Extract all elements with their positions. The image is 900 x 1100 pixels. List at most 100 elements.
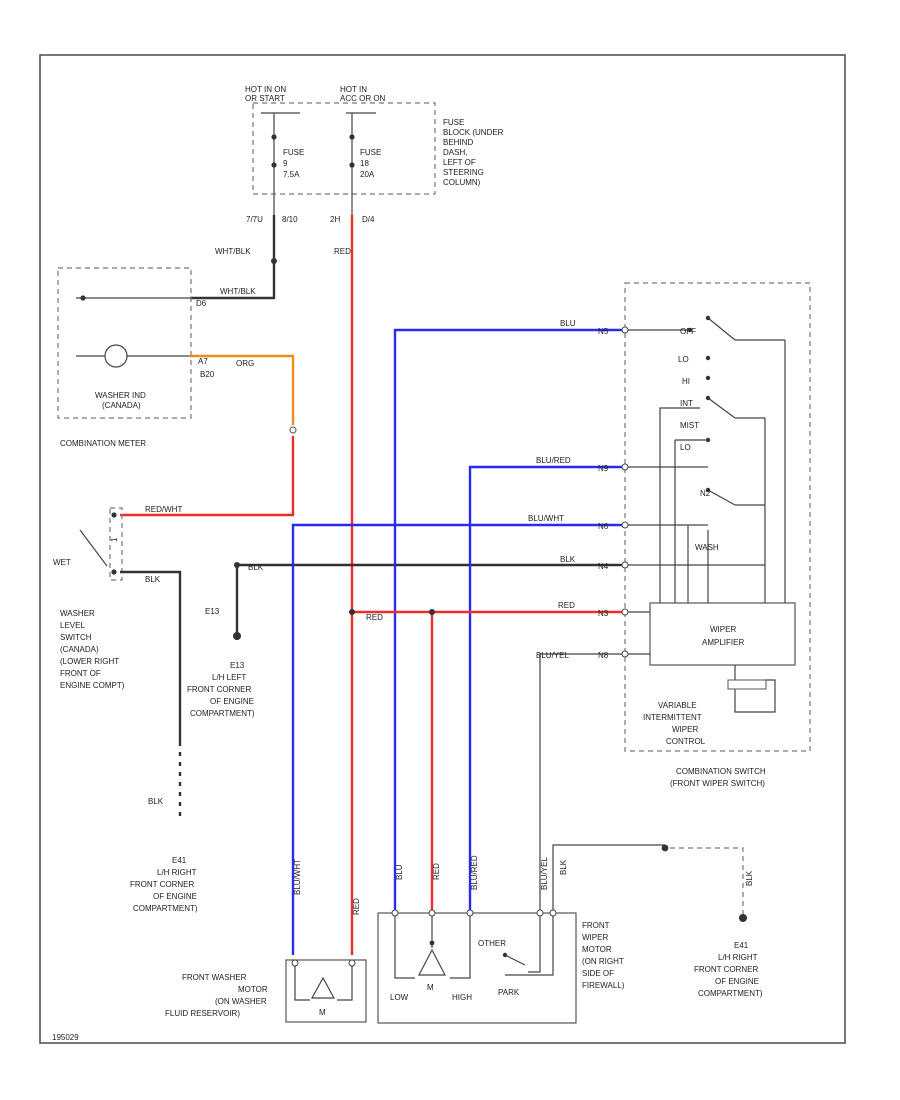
washer-motor-box <box>285 959 367 1023</box>
ground-e41a-line-2: OF ENGINE <box>153 892 197 901</box>
blu-red-label: BLU/RED <box>536 456 571 465</box>
fuse-18-dot-a <box>349 134 355 140</box>
wiper-gnd-splice <box>661 844 669 852</box>
diagram-code: 195029 <box>52 1033 79 1042</box>
cs-contact-1 <box>707 317 736 341</box>
fuse-9-num: 9 <box>283 159 288 168</box>
wiper-amp-line2: AMPLIFIER <box>702 638 744 647</box>
cs-contact-3 <box>707 489 736 506</box>
wm-gnd-line <box>505 916 554 976</box>
wm-other-label: OTHER <box>478 939 506 948</box>
ground-e13-line-0: L/H LEFT <box>212 673 246 682</box>
hot-label-1b: OR START <box>245 94 285 103</box>
fuse-18-amp: 20A <box>360 170 375 179</box>
wiper-amplifier-box <box>649 602 796 666</box>
cs-dot-c <box>705 375 711 381</box>
red-h-label: RED <box>558 601 575 610</box>
cs-title-1: COMBINATION SWITCH <box>676 767 766 776</box>
cs-contact-2 <box>707 397 736 419</box>
wiper-motor-box <box>377 912 577 1024</box>
cs-pos-hi: HI <box>682 377 690 386</box>
v-red2-label: RED <box>432 863 441 880</box>
washer-lead-2 <box>337 966 353 1001</box>
org-wire-label: ORG <box>236 359 254 368</box>
cs-connector-2 <box>621 521 629 529</box>
cs-dot-d <box>705 395 711 401</box>
wht-blk-label-meter: WHT/BLK <box>220 287 256 296</box>
washer-pin-2 <box>348 959 356 967</box>
cs-connector-3 <box>621 561 629 569</box>
red-wht-label: RED/WHT <box>145 505 182 514</box>
level-switch-pin1-dot <box>111 512 117 518</box>
level-switch-line-2: SWITCH <box>60 633 92 642</box>
level-switch-blk-label: BLK <box>145 575 161 584</box>
v-blk-label: BLK <box>559 859 568 875</box>
ground-e41b-line-1: FRONT CORNER <box>694 965 759 974</box>
fuse-9-amp: 7.5A <box>283 170 300 179</box>
ground-e41b-line-2: OF ENGINE <box>715 977 759 986</box>
cs-pos-lo: LO <box>678 355 689 364</box>
int-line-0: VARIABLE <box>658 701 697 710</box>
fuse-9-name: FUSE <box>283 148 304 157</box>
red-splice-a <box>349 609 355 615</box>
cs-title-2: (FRONT WIPER SWITCH) <box>670 779 765 788</box>
cs-pin-3: N4 <box>598 562 609 571</box>
cs-dot-f <box>705 487 711 493</box>
front-washer-motor: M FRONT WASHER MOTOR (ON WASHER FLUID RE… <box>165 959 367 1023</box>
level-switch-blk-wire <box>120 570 182 742</box>
level-switch-line-5: FRONT OF <box>60 669 101 678</box>
wiper-gnd-wire <box>552 844 665 910</box>
combination-meter-title: COMBINATION METER <box>60 439 146 448</box>
cs-dot-a <box>705 315 711 321</box>
cs-pin-2: N6 <box>598 522 609 531</box>
level-switch-line-1: LEVEL <box>60 621 85 630</box>
washer-line-2: (ON WASHER <box>215 997 267 1006</box>
level-switch-pin2-dot <box>111 569 117 575</box>
level-switch-ground-blk-label: BLK <box>148 797 164 806</box>
washer-line-0: FRONT WASHER <box>182 973 247 982</box>
wht-blk-splice <box>271 258 277 264</box>
cs-pos-int: INT <box>680 399 693 408</box>
ground-e41a-id: E41 <box>172 856 187 865</box>
fuse-block-outline <box>252 102 436 195</box>
washer-lead-1 <box>294 966 310 1001</box>
fuse-desc-1: BLOCK (UNDER <box>443 128 504 137</box>
org-wire <box>190 354 295 425</box>
ground-e41b-id: E41 <box>734 941 749 950</box>
diagram-border <box>39 54 846 1044</box>
red-mid-label: RED <box>366 613 383 622</box>
wm-line-1: WIPER <box>582 933 608 942</box>
wm-pin-4 <box>536 909 544 917</box>
red-wht-wire <box>120 436 295 517</box>
cs-connector-0 <box>621 326 629 334</box>
v-blu-yel-label: BLU/YEL <box>540 857 549 890</box>
combination-switch-outline <box>624 282 811 752</box>
level-switch-line-3: (CANADA) <box>60 645 99 654</box>
wm-park-line <box>528 916 541 973</box>
ground-e13-icon <box>233 632 241 640</box>
cs-connector-5 <box>621 650 629 658</box>
cs-connector-1 <box>621 463 629 471</box>
blk-h-label: BLK <box>560 555 576 564</box>
wm-line-2: MOTOR <box>582 945 612 954</box>
ground-e41a-line-3: COMPARTMENT) <box>133 904 198 913</box>
ground-e13-line-3: COMPARTMENT) <box>190 709 255 718</box>
washer-ind-canada: (CANADA) <box>102 401 141 410</box>
level-switch-outline <box>109 507 123 581</box>
int-control-line <box>734 665 776 713</box>
meter-pin-b2: B20 <box>200 370 215 379</box>
cs-pos-lo2: LO <box>680 443 691 452</box>
wht-blk-wire <box>190 215 276 300</box>
washer-indicator-bulb-icon <box>104 344 128 368</box>
washer-line-3: FLUID RESERVOIR) <box>165 1009 240 1018</box>
blu-label: BLU <box>560 319 576 328</box>
level-switch-line-4: (LOWER RIGHT <box>60 657 119 666</box>
blu-wht-label: BLU/WHT <box>528 514 564 523</box>
fuse-pin-1: 7/7U <box>246 215 263 224</box>
level-switch-pin-top: 1 <box>110 537 119 542</box>
meter-bus-dot <box>80 295 86 301</box>
fuse-pin-2: 8/10 <box>282 215 298 224</box>
level-switch-line-0: WASHER <box>60 609 95 618</box>
cs-pos-mist: MIST <box>680 421 699 430</box>
fuse-desc-6: COLUMN) <box>443 178 481 187</box>
